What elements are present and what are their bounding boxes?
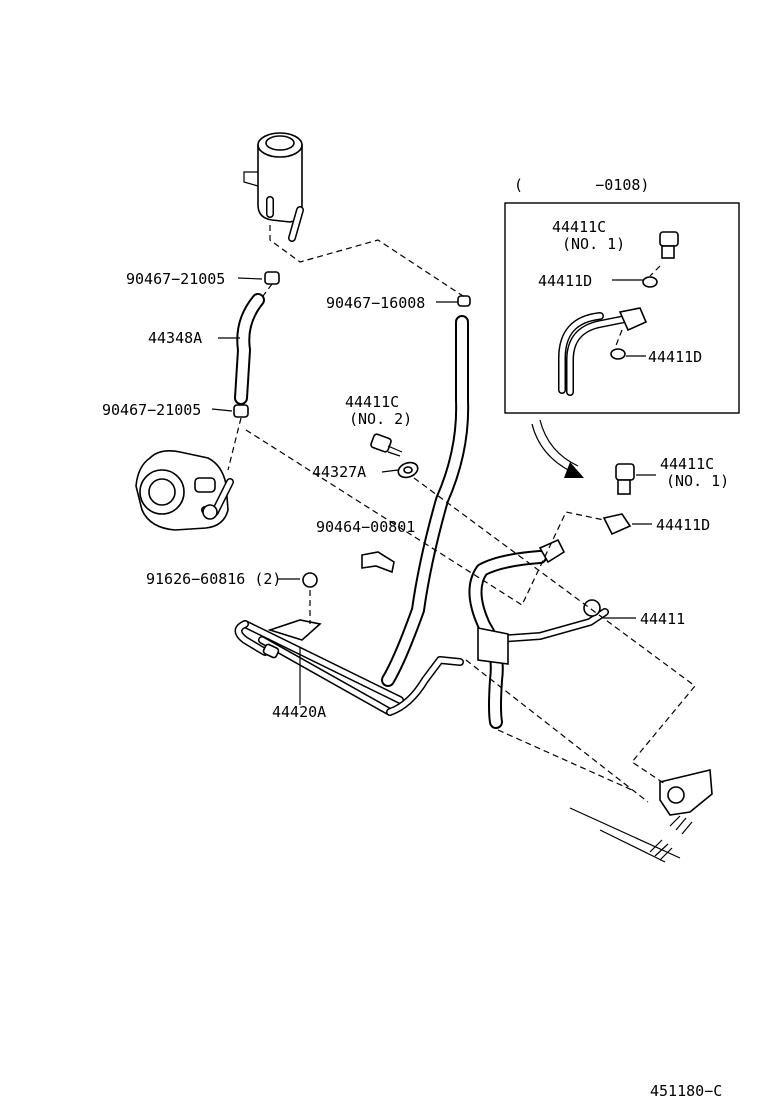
label-90467-16008: 90467−16008 xyxy=(326,294,425,312)
label-44411: 44411 xyxy=(640,610,685,628)
clamp-icon xyxy=(361,551,395,574)
label-90467-21005-top: 90467−21005 xyxy=(126,270,225,288)
label-90464-00801: 90464−00801 xyxy=(316,518,415,536)
arrow-icon xyxy=(531,419,584,478)
label-no2: (NO. 2) xyxy=(349,410,412,428)
inset-label-44411D-bottom: 44411D xyxy=(648,348,702,366)
union-bolt-icon xyxy=(370,231,679,495)
label-44327A: 44327A xyxy=(312,463,366,481)
label-91626-60816: 91626−60816 (2) xyxy=(146,570,281,588)
inset-box xyxy=(504,202,740,414)
tube-assembly xyxy=(234,619,464,716)
inset-title: ( −0108) xyxy=(514,176,649,194)
label-44411C-no1: 44411C xyxy=(660,455,714,473)
gasket-icon xyxy=(302,276,658,588)
gear-box-icon xyxy=(569,769,713,863)
inset-label-no1: (NO. 1) xyxy=(562,235,625,253)
label-44420A: 44420A xyxy=(272,703,326,721)
label-44411D: 44411D xyxy=(656,516,710,534)
pump-icon xyxy=(135,450,234,531)
label-44348A: 44348A xyxy=(148,329,202,347)
inset-label-44411D-top: 44411D xyxy=(538,272,592,290)
label-90467-21005-bottom: 90467−21005 xyxy=(102,401,201,419)
label-no1: (NO. 1) xyxy=(666,472,729,490)
inset-label-44411C: 44411C xyxy=(552,218,606,236)
label-44411C-no2: 44411C xyxy=(345,393,399,411)
reservoir-tank-icon xyxy=(243,132,304,242)
diagram-code: 451180−C xyxy=(650,1082,722,1100)
